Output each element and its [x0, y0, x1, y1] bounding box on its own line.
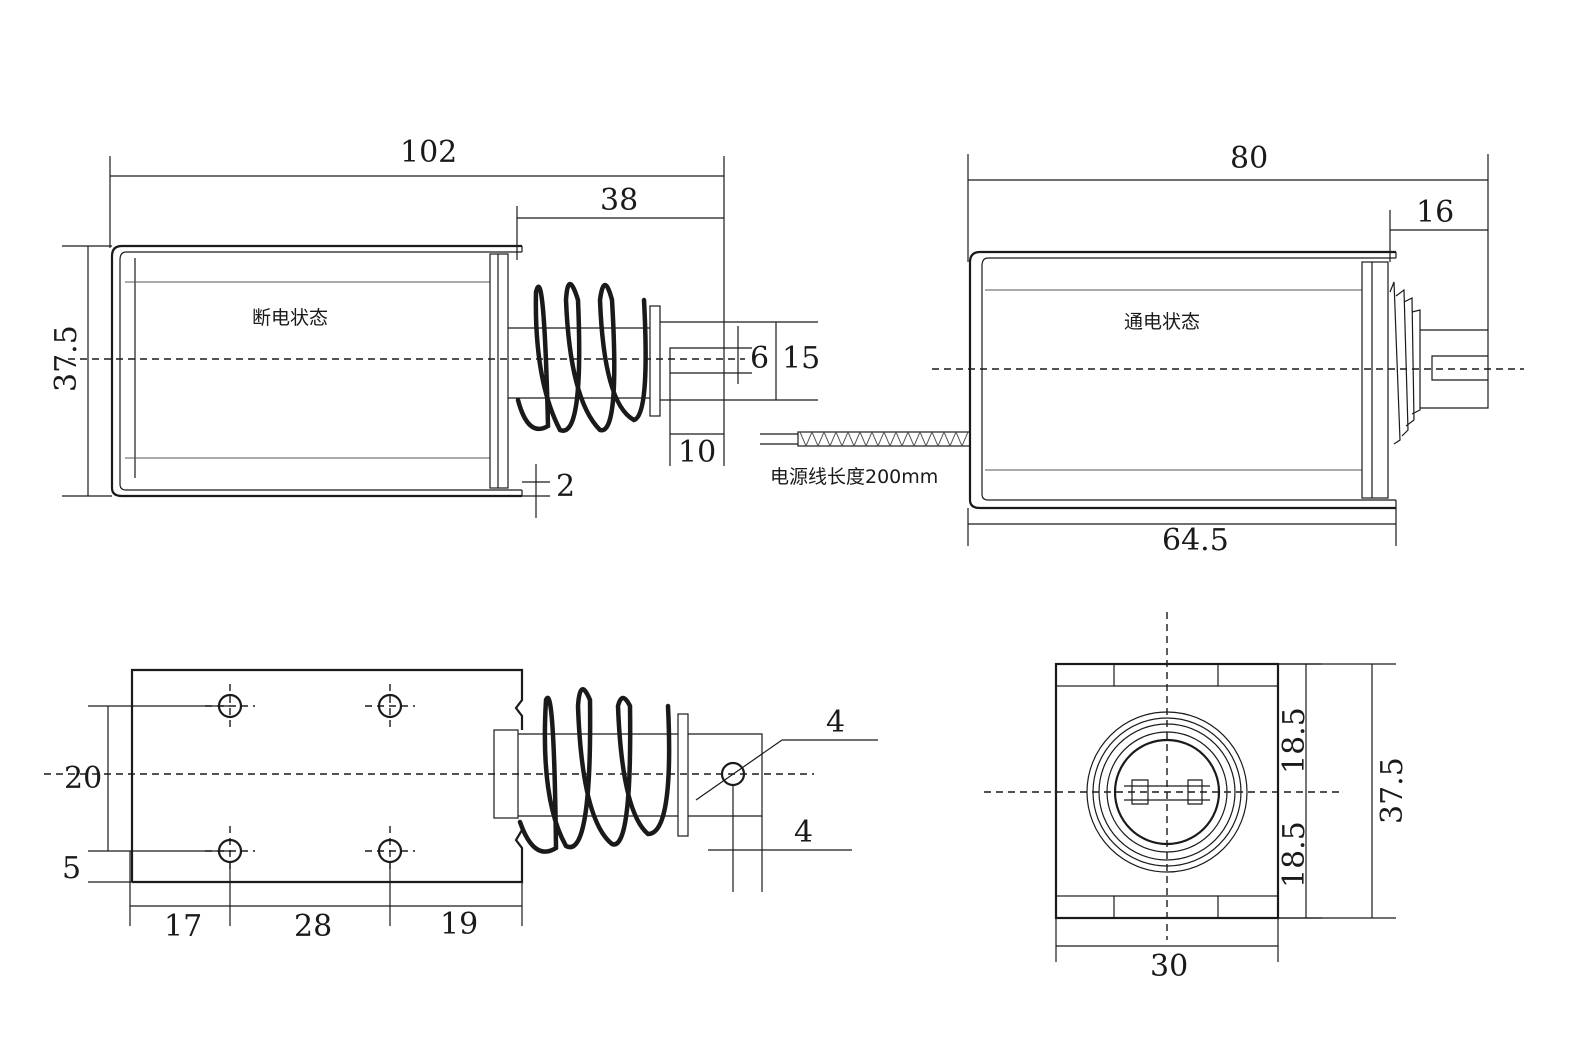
dim-18-5: 18.5 18.5	[1277, 663, 1322, 919]
label-hole-offset-right: 19	[440, 907, 478, 942]
base-plate	[130, 668, 524, 884]
label-pin-offset: 4	[794, 815, 813, 850]
dim-20: 20	[64, 705, 230, 852]
dim-17-28-19: 17 28 19	[129, 862, 523, 944]
label-hole-spacing-vertical: 20	[64, 761, 102, 796]
label-upper-half: 18.5	[1277, 707, 1312, 774]
dim-6-15: 6 15	[724, 321, 820, 401]
spring-top	[517, 687, 672, 854]
dim-16: 16	[1389, 195, 1488, 262]
label-hole-offset-bottom: 5	[62, 851, 81, 886]
label-height-end: 37.5	[1375, 757, 1410, 824]
label-hole-spacing-horizontal: 28	[294, 909, 332, 944]
label-plunger-extension-on: 16	[1416, 195, 1454, 230]
dim-102: 102	[109, 135, 725, 322]
power-wire	[760, 430, 971, 448]
label-lower-half: 18.5	[1277, 821, 1312, 888]
label-slot-depth: 10	[678, 435, 716, 470]
label-plunger-extension-off: 38	[600, 183, 638, 218]
wire-length-label: 电源线长度200mm	[770, 466, 938, 488]
dim-10: 10	[669, 373, 725, 470]
dim-37-5-right: 37.5	[1278, 663, 1410, 919]
label-body-length: 64.5	[1162, 523, 1229, 558]
spring	[515, 281, 648, 433]
view-bottom-left: 20 5 17 28 19 4 4	[44, 668, 878, 944]
view-top-right: 通电状态 电源线长度200mm 80	[760, 141, 1524, 558]
label-pin-hole: 4	[826, 705, 845, 740]
label-plunger-diameter: 15	[782, 341, 820, 376]
dim-4-hole: 4	[695, 705, 878, 801]
label-slot-width: 6	[750, 341, 769, 376]
compressed-spring	[1389, 281, 1421, 445]
label-width-end: 30	[1150, 949, 1188, 984]
view-end: 18.5 18.5 37.5 30	[984, 612, 1410, 984]
dim-37-5-left: 37.5	[49, 245, 112, 497]
dim-38: 38	[516, 183, 724, 260]
label-frame-thickness: 2	[556, 469, 575, 504]
mounting-holes	[205, 684, 415, 872]
dim-5: 5	[62, 851, 132, 886]
dim-4-offset: 4	[708, 786, 852, 892]
frame-outline	[110, 244, 523, 498]
dim-64-5: 64.5	[967, 508, 1397, 558]
label-overall-length-on: 80	[1230, 141, 1268, 176]
label-hole-offset-left: 17	[164, 909, 202, 944]
state-label-off: 断电状态	[252, 307, 328, 329]
state-label-on: 通电状态	[1124, 311, 1200, 333]
dim-2: 2	[522, 464, 575, 518]
label-height-off: 37.5	[49, 325, 84, 392]
frame-outline-on	[968, 250, 1397, 510]
view-top-left: 断电状态 102 38	[49, 135, 820, 518]
dim-80: 80	[967, 141, 1489, 330]
dim-30: 30	[1055, 918, 1279, 984]
label-overall-length-off: 102	[400, 135, 457, 170]
